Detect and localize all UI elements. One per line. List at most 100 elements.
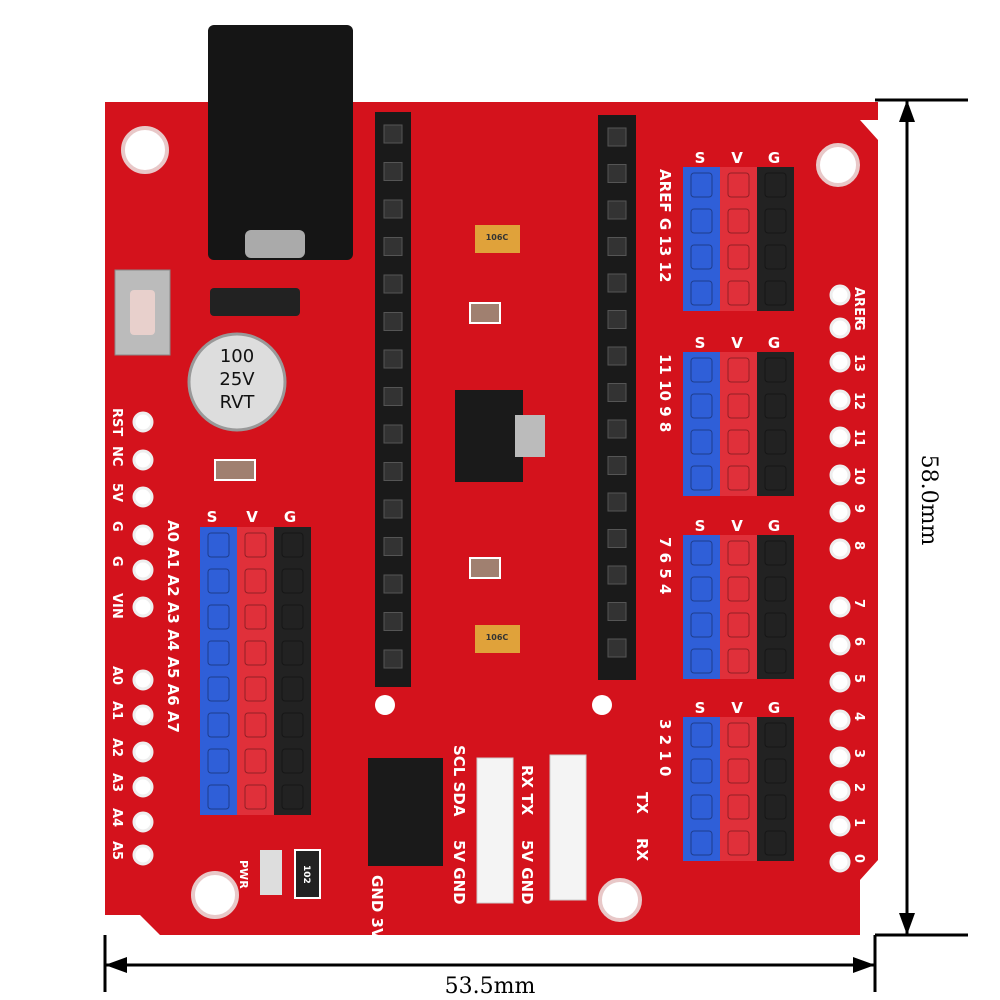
ground-pin [281,676,304,702]
uart-label-bottom: 5V GND [518,840,536,905]
right-pin-label: AREF [851,287,866,325]
power-pin [727,244,750,270]
header-socket [383,462,403,481]
pwr-label: PWR [237,860,250,889]
right-pin-label: 4 [851,712,866,721]
smd-capacitor [469,302,501,324]
ground-pin [281,712,304,738]
pin-hole [132,411,154,433]
header-socket [383,312,403,331]
power-pin [727,648,750,674]
header-socket [383,612,403,631]
ground-pin [764,357,787,383]
pin-hole [132,776,154,798]
power-pin [727,612,750,638]
rx-label: RX [633,838,651,862]
left-pin-label: RST [109,408,124,436]
reset-button-cap [130,290,155,335]
group-g-label: G [768,149,780,167]
pin-hole [132,741,154,763]
ground-pin [764,280,787,306]
signal-pin [690,244,713,270]
header-socket [607,529,627,548]
ground-pin [764,648,787,674]
pin-hole [132,486,154,508]
group-pin-labels: 11 10 9 8 [656,354,674,432]
capacitor-series: RVT [220,392,256,413]
pin-hole [829,634,851,656]
electrolytic-capacitor [187,332,287,432]
power-pin [244,640,267,666]
pin-hole [829,671,851,693]
left-pin-label: NC [109,446,124,466]
header-socket [383,649,403,669]
ground-pin [764,393,787,419]
header-socket [383,274,403,294]
left-pin-label: 5V [109,483,124,502]
regulator-tab [515,415,545,457]
capacitor-voltage: 25V [219,369,255,390]
left-pin-label: A2 [109,738,124,757]
pwr-led [260,850,282,895]
power-pin [244,748,267,774]
left-pin-label: G [109,556,124,567]
power-pin [244,532,267,558]
header-socket [607,565,627,585]
signal-pin [207,712,230,738]
signal-pin [690,648,713,674]
power-pin [244,604,267,630]
power-pin [244,676,267,702]
group-pin-labels: 7 6 5 4 [656,537,674,594]
smd-capacitor [469,557,501,579]
signal-pin [690,429,713,455]
tantalum-capacitor [475,225,520,253]
power-pin [727,576,750,602]
signal-pin [690,357,713,383]
power-pin [727,758,750,784]
i2c-header [476,757,514,904]
header-socket [383,162,403,181]
header-socket [607,383,627,402]
mounting-hole [375,695,395,715]
mounting-hole [816,143,860,187]
analog-labels: A0 A1 A2 A3 A4 A5 A6 A7 [164,520,182,733]
capacitor-value: 100 [220,346,254,367]
ground-pin [764,576,787,602]
header-socket [383,574,403,594]
left-pin-label: A1 [109,701,124,720]
right-pin-label: G [851,320,866,331]
uart-header [549,754,587,901]
left-pin-label: G [109,521,124,532]
pin-hole [829,389,851,411]
right-pin-label: 6 [851,637,866,646]
ground-pin [281,532,304,558]
resistor-label: 102 [301,865,311,884]
header-socket [607,200,627,220]
group-s-label: S [695,699,706,717]
group-pin-labels: 3 2 1 0 [656,719,674,776]
power-pin [727,429,750,455]
signal-pin [207,532,230,558]
right-pin-label: 5 [851,674,866,683]
header-socket [383,424,403,444]
signal-pin [690,612,713,638]
ground-pin [764,612,787,638]
dc-power-jack [208,25,353,260]
header-socket [383,199,403,219]
ground-pin [764,429,787,455]
header-socket [607,492,627,512]
tantalum-label: 106C [486,233,509,242]
mounting-hole [191,871,239,919]
header-socket [607,456,627,475]
left-g-label: G [284,508,296,526]
signal-pin [690,722,713,748]
group-v-label: V [731,334,743,352]
ground-pin [281,568,304,594]
signal-pin [690,540,713,566]
pin-hole [829,596,851,618]
header-socket [383,124,403,144]
arrow-down-icon [899,913,915,935]
signal-pin [690,280,713,306]
power-pin [727,830,750,856]
